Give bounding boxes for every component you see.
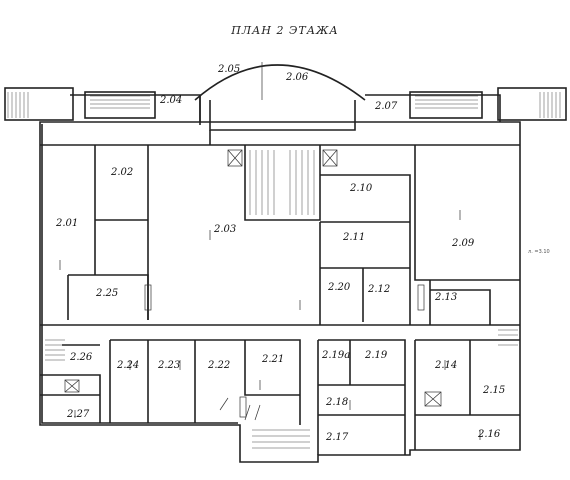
room-label-2-09: 2.09: [451, 238, 475, 249]
room-label-2-05: 2.05: [217, 64, 240, 75]
room-label-2-02: 2.02: [110, 167, 133, 178]
dimension-marks: [59, 210, 481, 440]
room-label-2-14: 2.14: [434, 360, 457, 371]
room-label-2-18: 2.18: [325, 397, 348, 408]
outer-walls: [4, 62, 567, 463]
room-label-2-22: 2.22: [207, 360, 230, 371]
plan-title: ПЛАН 2 ЭТАЖА: [231, 24, 339, 37]
room-label-2-15: 2.15: [482, 385, 505, 396]
room-label-2-21: 2.21: [261, 354, 284, 365]
room-label-2-11: 2.11: [342, 232, 365, 243]
room-label-2-23: 2.23: [157, 360, 180, 371]
room-label-2-13: 2.13: [434, 292, 457, 303]
room-label-2-10: 2.10: [349, 183, 373, 194]
interior-walls: [40, 130, 520, 455]
fixtures: [64, 149, 442, 421]
room-label-2-19a: 2.19a: [321, 350, 350, 361]
side-note: л. =3.10: [528, 249, 550, 255]
room-label-2-27: 2.27: [66, 409, 90, 420]
room-label-2-19: 2.19: [364, 350, 388, 361]
room-label-2-07: 2.07: [374, 101, 398, 112]
room-labels: 2.01 2.02 2.03 2.04 2.05 2.06 2.07 2.09 …: [55, 64, 505, 443]
room-label-2-04: 2.04: [159, 95, 182, 106]
room-label-2-26: 2.26: [69, 352, 93, 363]
room-label-2-06: 2.06: [285, 72, 309, 83]
room-label-2-12: 2.12: [367, 284, 390, 295]
room-label-2-20: 2.20: [327, 282, 351, 293]
stair-hatching: [7, 92, 561, 449]
room-label-2-24: 2.24: [116, 360, 139, 371]
room-label-2-16: 2.16: [477, 429, 501, 440]
room-label-2-25: 2.25: [95, 288, 118, 299]
room-label-2-03: 2.03: [213, 224, 236, 235]
room-label-2-17: 2.17: [325, 432, 349, 443]
room-label-2-01: 2.01: [55, 218, 78, 229]
